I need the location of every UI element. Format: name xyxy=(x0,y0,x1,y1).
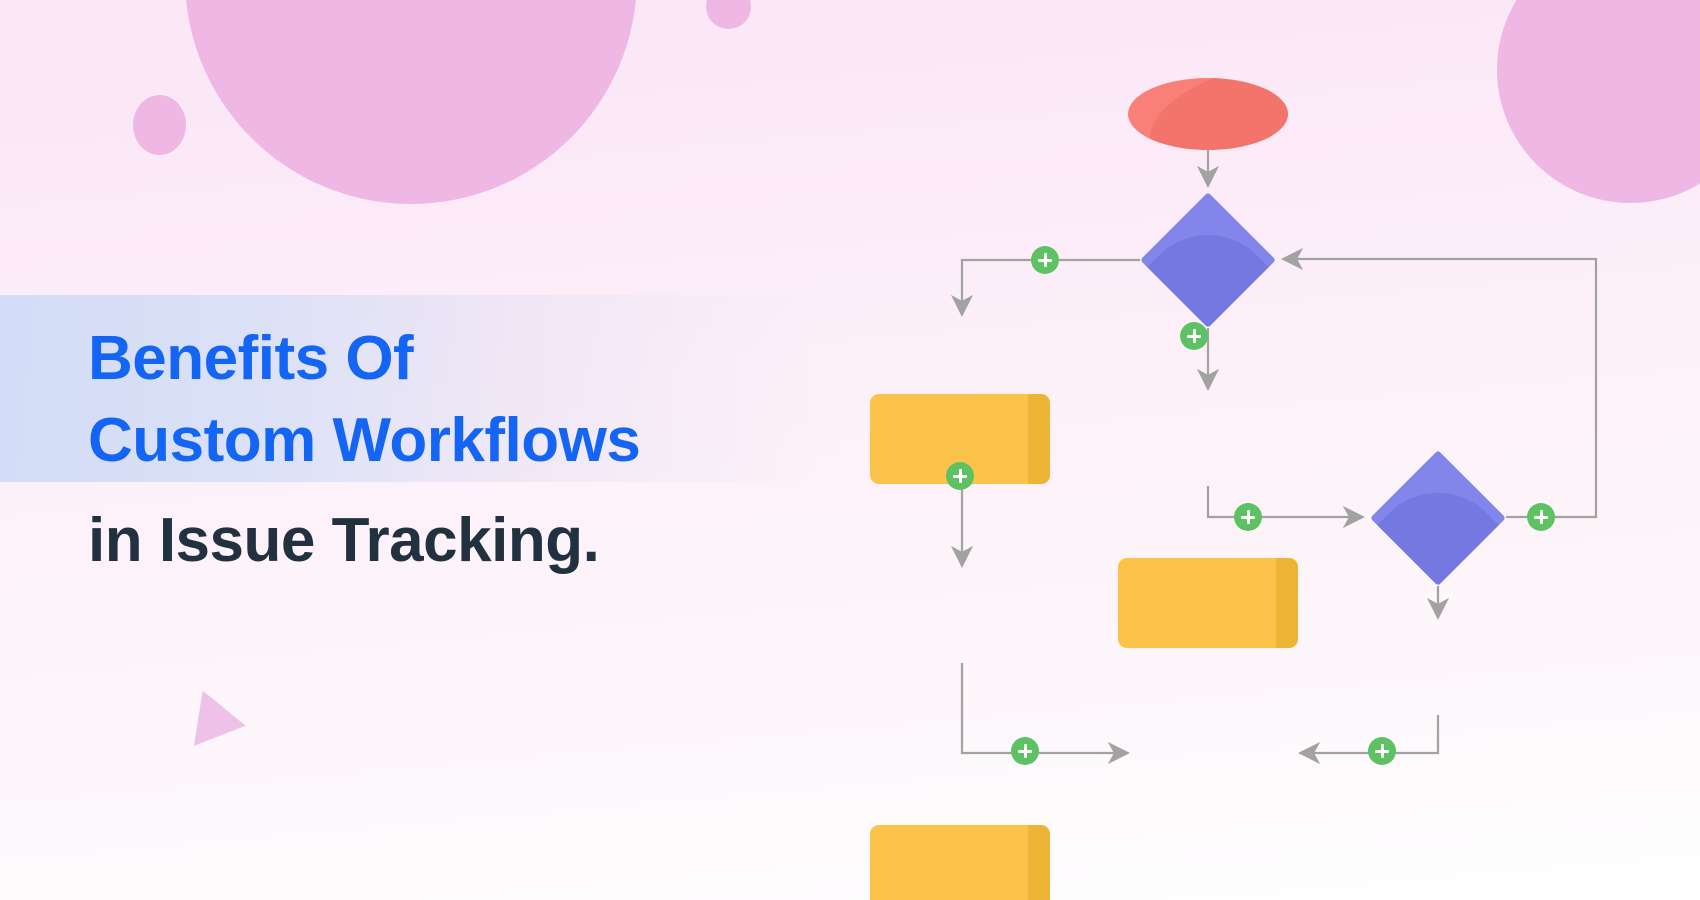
add-step-button-7[interactable] xyxy=(1368,737,1396,765)
add-step-button-2[interactable] xyxy=(1180,322,1208,350)
decision-shape xyxy=(1370,450,1506,586)
add-step-button-4[interactable] xyxy=(1234,503,1262,531)
add-step-button-5[interactable] xyxy=(1527,503,1555,531)
decision-shape xyxy=(1140,192,1276,328)
add-step-button-1[interactable] xyxy=(1031,246,1059,274)
node-process-3[interactable] xyxy=(870,825,1050,900)
edge-decision1-process1 xyxy=(950,258,1140,318)
add-step-button-3[interactable] xyxy=(946,462,974,490)
edge-process2-decision2 xyxy=(1206,486,1366,529)
node-decision-2[interactable] xyxy=(1370,450,1506,586)
node-start-terminator[interactable] xyxy=(1128,78,1288,150)
node-process-2[interactable] xyxy=(1118,558,1298,648)
headline-line-1: Benefits Of xyxy=(88,324,414,393)
headline-line-3: in Issue Tracking. xyxy=(88,506,600,575)
edge-process4-end xyxy=(1297,715,1440,765)
headline-line-2: Custom Workflows xyxy=(88,406,641,475)
node-decision-1[interactable] xyxy=(1140,192,1276,328)
page-title: Benefits Of Custom Workflows in Issue Tr… xyxy=(88,318,848,582)
add-step-button-6[interactable] xyxy=(1011,737,1039,765)
edge-process3-end xyxy=(960,663,1131,765)
